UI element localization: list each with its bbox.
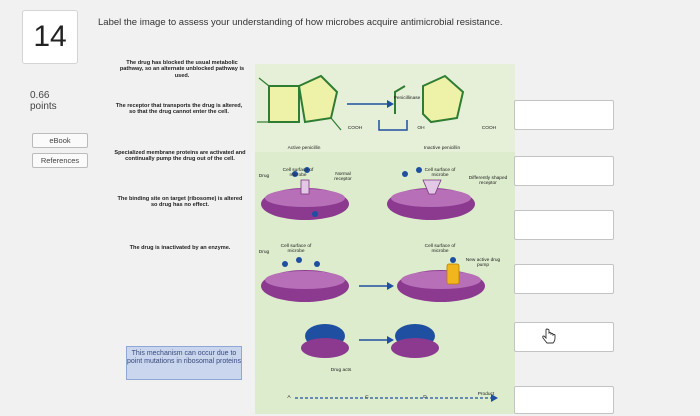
points-value: 0.66 <box>30 90 50 101</box>
drag-label-altered-binding-site[interactable]: The binding site on target (ribosome) is… <box>117 196 243 209</box>
oh-label: OH <box>417 126 425 131</box>
cooh-label-active: COOH <box>347 126 363 131</box>
cell-surface-label-3: Cell surface of microbe <box>280 244 312 255</box>
drag-label-altered-receptor[interactable]: The receptor that transports the drug is… <box>115 103 243 116</box>
pathway-c-label: C <box>365 395 369 400</box>
inactive-penicillin-molecule <box>378 74 465 131</box>
active-penicillin-label: Active penicillin <box>287 146 321 151</box>
answer-box-6[interactable] <box>514 386 614 414</box>
question-prompt: Label the image to assess your understan… <box>98 17 503 28</box>
answer-box-1[interactable] <box>514 100 614 130</box>
cell-surface-label-2: Cell surface of microbe <box>424 168 456 179</box>
product-label: Product <box>477 392 495 397</box>
pathway-a-label: A <box>287 395 291 400</box>
drug-label-1: Drug <box>258 174 270 179</box>
answer-box-3[interactable] <box>514 210 614 240</box>
answer-box-4[interactable] <box>514 264 614 294</box>
question-number: 14 <box>22 10 78 64</box>
cooh-label-inactive: COOH <box>481 126 497 131</box>
drag-label-alternate-pathway[interactable]: The drug has blocked the usual metabolic… <box>119 60 245 79</box>
inactive-penicillin-label: Inactive penicillin <box>423 146 461 151</box>
drug-pump-label: New active drug pump <box>465 258 501 269</box>
answer-box-2[interactable] <box>514 156 614 186</box>
cell-surface-label-1: Cell surface of microbe <box>282 168 314 179</box>
drag-label-drug-pump[interactable]: Specialized membrane proteins are activa… <box>114 150 246 163</box>
references-button[interactable]: References <box>32 153 88 168</box>
hand-cursor-icon <box>542 328 556 344</box>
drag-label-enzyme-inactivation[interactable]: The drug is inactivated by an enzyme. <box>129 245 231 251</box>
diagram-artwork <box>255 64 515 414</box>
penicillinase-label: Penicillinase <box>393 96 421 101</box>
normal-receptor-label: Normal receptor <box>334 172 352 183</box>
active-penicillin-molecule <box>257 74 342 131</box>
drug-acts-label: Drug acts <box>330 368 352 373</box>
resistance-diagram: Penicillinase COOH OH COOH Active penici… <box>255 64 515 414</box>
drag-label-point-mutations[interactable]: This mechanism can occur due to point mu… <box>126 346 242 380</box>
cell-surface-label-4: Cell surface of microbe <box>424 244 456 255</box>
points-indicator: 0.66 points <box>30 90 57 112</box>
pathway-d-label: D <box>423 395 427 400</box>
drug-label-2: Drug <box>258 250 270 255</box>
points-unit: points <box>30 101 57 112</box>
ebook-button[interactable]: eBook <box>32 133 88 148</box>
different-receptor-label: Differently shaped receptor <box>468 176 508 187</box>
answer-box-5[interactable] <box>514 322 614 352</box>
